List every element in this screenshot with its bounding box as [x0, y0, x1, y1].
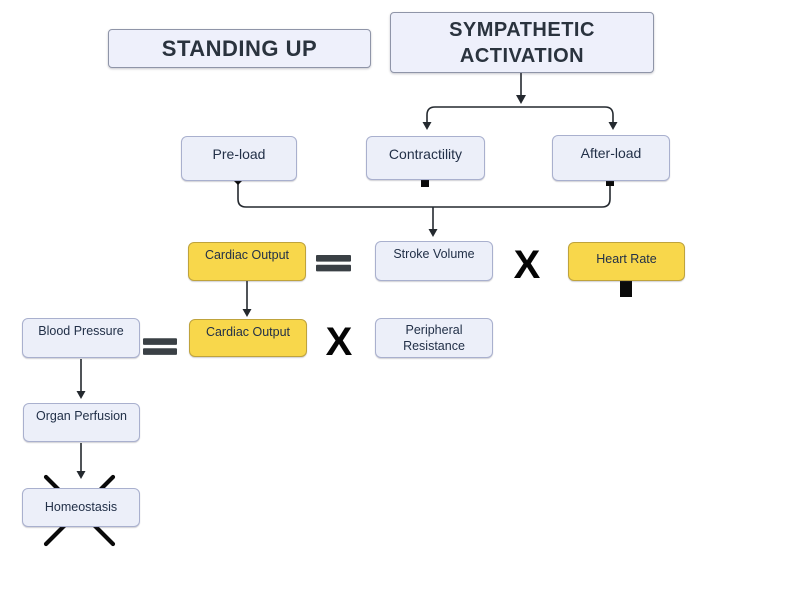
contractility-label: Contractility: [388, 146, 463, 162]
node-stroke-volume: Stroke Volume: [375, 241, 493, 281]
preload-label: Pre-load: [212, 146, 266, 162]
homeostasis-label: Homeostasis: [44, 500, 118, 515]
edge-blood-pressure: [76, 359, 86, 399]
multiply-sign-row2: X: [325, 320, 353, 364]
node-homeostasis: Homeostasis: [22, 488, 140, 527]
edge-sympathetic-branch: [422, 106, 618, 130]
node-heart-rate: Heart Rate: [568, 242, 685, 281]
node-peripheral-resistance: Peripheral Resistance: [375, 318, 493, 358]
sympathetic-activation-label: SYMPATHETIC ACTIVATION: [449, 18, 595, 67]
cardiac-output-2-label: Cardiac Output: [205, 325, 291, 339]
edge-sympathetic-stem: [516, 73, 526, 104]
heart-rate-label: Heart Rate: [596, 252, 657, 266]
node-standing-up: STANDING UP: [108, 29, 371, 68]
organ-perfusion-label: Organ Perfusion: [35, 409, 128, 423]
edge-cardiac-output: [242, 281, 252, 317]
node-cardiac-output-2: Cardiac Output: [189, 319, 307, 357]
standing-up-label: STANDING UP: [161, 35, 318, 61]
peripheral-resistance-label: Peripheral Resistance: [403, 322, 465, 353]
edge-to-stroke-volume: [237, 183, 611, 237]
node-cardiac-output-1: Cardiac Output: [188, 242, 306, 281]
stroke-volume-label: Stroke Volume: [393, 247, 475, 261]
node-sympathetic-activation: SYMPATHETIC ACTIVATION: [390, 12, 654, 73]
edge-organ-perfusion: [76, 443, 86, 479]
node-afterload: After-load: [552, 135, 670, 181]
cardiac-output-1-label: Cardiac Output: [204, 248, 290, 262]
blood-pressure-label: Blood Pressure: [38, 324, 124, 338]
node-blood-pressure: Blood Pressure: [22, 318, 140, 358]
equals-sign-row1: [316, 255, 351, 272]
node-organ-perfusion: Organ Perfusion: [23, 403, 140, 442]
node-preload: Pre-load: [181, 136, 297, 181]
multiply-sign-row1: X: [513, 243, 541, 287]
afterload-label: After-load: [580, 145, 642, 161]
node-contractility: Contractility: [366, 136, 485, 180]
equals-sign-row2: [143, 338, 177, 355]
